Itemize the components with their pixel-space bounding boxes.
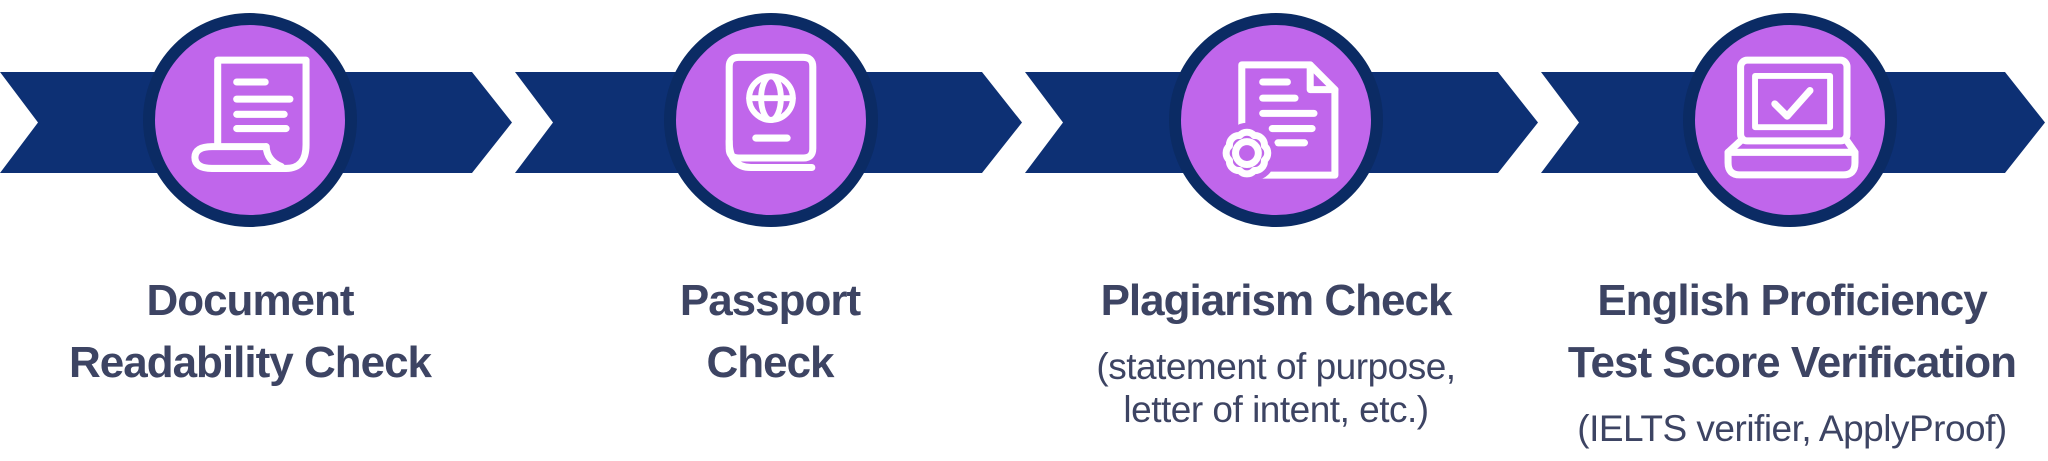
step-3-subtitle: (statement of purpose, letter of intent,… xyxy=(1096,346,1456,430)
document-scroll-icon xyxy=(191,56,310,172)
step-4-subtitle: (IELTS verifier, ApplyProof) xyxy=(1577,408,2007,449)
step-4-title: English Proficiency Test Score Verificat… xyxy=(1567,276,2017,387)
step-3-label: Plagiarism Check (statement of purpose, … xyxy=(966,270,1586,431)
step-1-title: Document Readability Check xyxy=(68,276,432,387)
step-2-circle xyxy=(664,13,878,227)
step-2-title: Passport Check xyxy=(679,276,861,387)
document-gear-icon xyxy=(1216,61,1339,184)
step-3-circle xyxy=(1169,13,1383,227)
step-2-label: Passport Check xyxy=(460,270,1080,394)
step-3-title: Plagiarism Check xyxy=(1100,276,1453,325)
step-4-circle xyxy=(1683,13,1897,227)
step-4-label: English Proficiency Test Score Verificat… xyxy=(1482,270,2048,450)
laptop-checkmark-icon xyxy=(1724,56,1859,179)
passport-globe-icon xyxy=(725,53,817,172)
step-1-label: Document Readability Check xyxy=(0,270,560,394)
step-1-circle xyxy=(143,13,357,227)
